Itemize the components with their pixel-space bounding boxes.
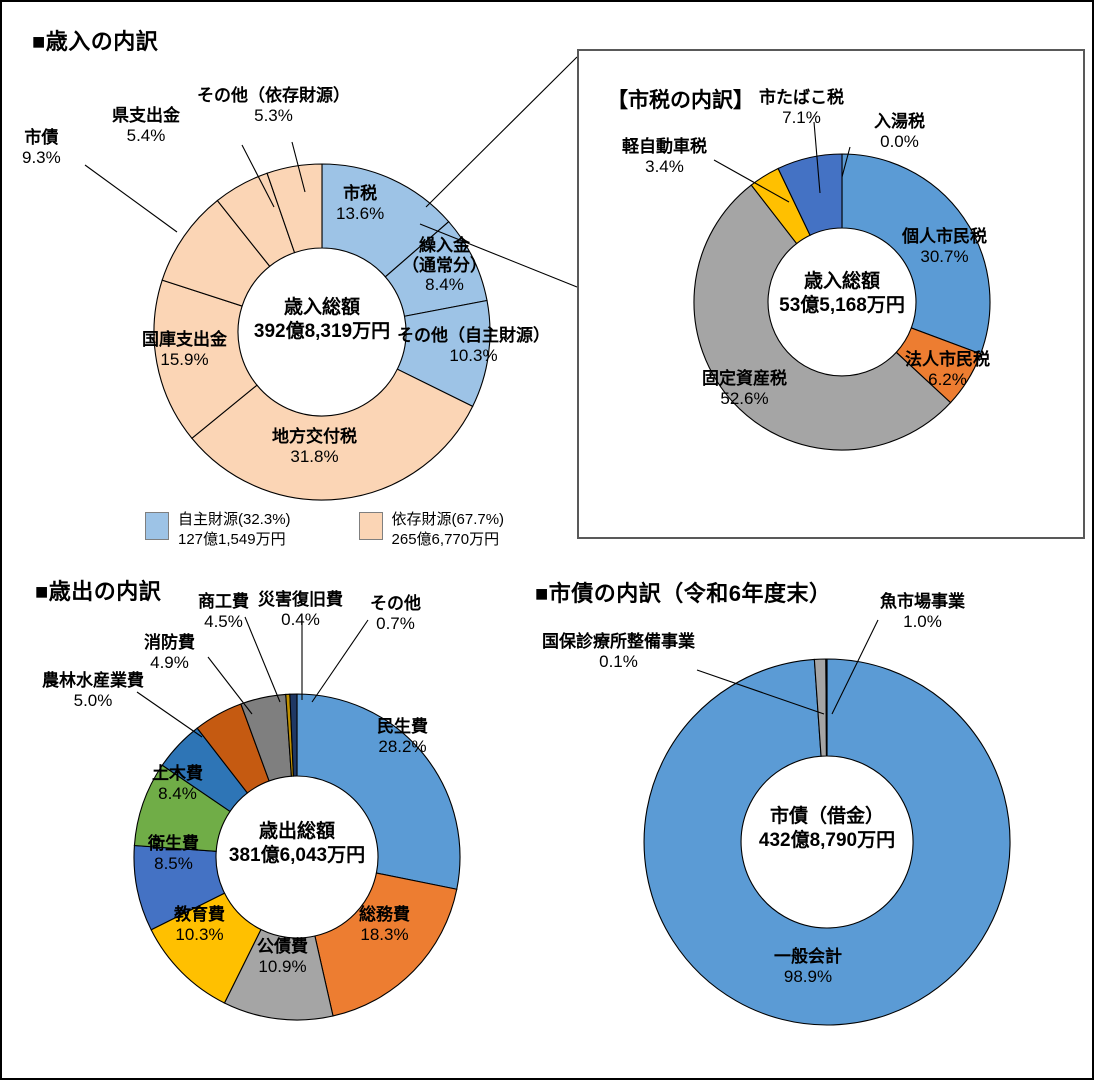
citytax-label-kojin-shiminzei: 個人市民税 30.7% [902, 227, 987, 266]
slice-minseihi[interactable] [296, 693, 461, 890]
citytax-label-houjin-shiminzei: 法人市民税 6.2% [905, 350, 990, 389]
revenue-label-sonota-izon: その他（依存財源） 5.3% [197, 86, 350, 125]
citybond-center-line2: 432億8,790万円 [758, 829, 896, 851]
revenue-center-line2: 392億8,319万円 [253, 320, 391, 342]
citytax-center-line2: 53億5,168万円 [779, 294, 905, 316]
slice-kokkoshishutsukin[interactable] [153, 279, 258, 440]
citybond-label-ippan-kaikei: 一般会計 98.9% [774, 947, 842, 986]
citybond-center-line1: 市債（借金） [769, 806, 884, 827]
expenditure-donut-svg [133, 693, 461, 1021]
citytax-label-kei-jidoushazei: 軽自動車税 3.4% [622, 137, 707, 176]
citytax-panel [577, 49, 1085, 539]
citybond-label-kokuho: 国保診療所整備事業 0.1% [542, 632, 695, 671]
legend-text-jishu: 自主財源(32.3%) 127億1,549万円 [178, 511, 291, 549]
revenue-legend: 自主財源(32.3%) 127億1,549万円 依存財源(67.7%) 265億… [145, 510, 504, 551]
citytax-label-shi-tabakozei: 市たばこ税 7.1% [759, 88, 844, 127]
slice-chihoukoufuzei[interactable] [191, 368, 474, 501]
revenue-label-chihoukoufuzei: 地方交付税 31.8% [272, 427, 357, 466]
revenue-label-shisai: 市債 9.3% [22, 128, 61, 167]
slice-kojin-shiminzei[interactable] [841, 153, 991, 355]
revenue-center-label: 歳入総額 392億8,319万円 [202, 296, 442, 344]
expenditure-label-kyoikuhi: 教育費 10.3% [174, 905, 225, 944]
expenditure-center-label: 歳出総額 381億6,043万円 [172, 820, 422, 868]
slice-kokuho-shinryoujo[interactable] [825, 658, 828, 757]
citybond-section-title: ■市債の内訳（令和6年度末） [535, 581, 832, 606]
expenditure-label-saigaifukkyuuhi: 災害復旧費 0.4% [258, 590, 343, 629]
revenue-label-kurinyukin: 繰入金 （通常分） 8.4% [402, 236, 487, 295]
expenditure-label-dobokuhi: 土木費 8.4% [152, 764, 203, 803]
citytax-slices [693, 153, 991, 451]
slice-sonota-izon[interactable] [266, 163, 323, 254]
citybond-center-label: 市債（借金） 432億8,790万円 [697, 805, 957, 853]
citytax-center-line1: 歳入総額 [803, 271, 880, 292]
expenditure-section-title: ■歳出の内訳 [35, 579, 162, 604]
expenditure-slices [133, 693, 461, 1021]
revenue-donut-chart: 歳入総額 392億8,319万円 [152, 162, 492, 502]
legend-item-izon[interactable]: 依存財源(67.7%) 265億6,770万円 [358, 510, 505, 551]
legend-swatch-jishu [145, 512, 169, 540]
citytax-panel-title: 【市税の内訳】 [607, 89, 754, 112]
revenue-donut-svg [153, 163, 491, 501]
revenue-slices [153, 163, 491, 501]
citytax-donut-svg [693, 153, 991, 451]
expenditure-label-eiseihi: 衛生費 8.5% [148, 834, 199, 873]
expenditure-label-nourinsuisanhi: 農林水産業費 5.0% [42, 671, 144, 710]
revenue-label-shizei: 市税 13.6% [336, 184, 385, 223]
citytax-donut-chart: 歳入総額 53億5,168万円 [692, 152, 992, 452]
slice-soumuhi[interactable] [314, 872, 458, 1017]
slice-ippan-kaikei[interactable] [643, 658, 1011, 1026]
expenditure-label-shouboushi: 消防費 4.9% [144, 633, 195, 672]
expenditure-center-line1: 歳出総額 [258, 821, 335, 842]
expenditure-label-koosaihi: 公債費 10.9% [257, 937, 308, 976]
revenue-label-kokkoshishutsukin: 国庫支出金 15.9% [142, 330, 227, 369]
legend-item-jishu[interactable]: 自主財源(32.3%) 127億1,549万円 [145, 510, 291, 551]
revenue-label-kenshishutsukin: 県支出金 5.4% [112, 106, 180, 145]
citytax-label-nyutouzei: 入湯税 0.0% [874, 112, 925, 151]
citytax-center-label: 歳入総額 53億5,168万円 [727, 270, 957, 318]
legend-swatch-izon [358, 512, 383, 540]
expenditure-label-soumuhi: 総務費 18.3% [359, 905, 410, 944]
legend-text-izon: 依存財源(67.7%) 265億6,770万円 [391, 511, 505, 549]
expenditure-donut-chart: 歳出総額 381億6,043万円 [132, 692, 462, 1022]
revenue-section-title: ■歳入の内訳 [32, 29, 159, 54]
expenditure-label-shoukouhi: 商工費 4.5% [198, 592, 249, 631]
expenditure-label-minseihi: 民生費 28.2% [377, 717, 428, 756]
slice-kotei-shisanzei[interactable] [693, 184, 952, 451]
expenditure-label-sonota-exp: その他 0.7% [370, 594, 421, 633]
expenditure-center-line2: 381億6,043万円 [228, 844, 366, 866]
revenue-center-line1: 歳入総額 [283, 297, 360, 318]
revenue-label-sonota-jishu: その他（自主財源） 10.3% [397, 326, 550, 365]
slice-sonota-exp[interactable] [289, 693, 298, 777]
citytax-label-kotei-shisanzei: 固定資産税 52.6% [702, 369, 787, 408]
citybond-label-uoichiba: 魚市場事業 1.0% [880, 592, 965, 631]
